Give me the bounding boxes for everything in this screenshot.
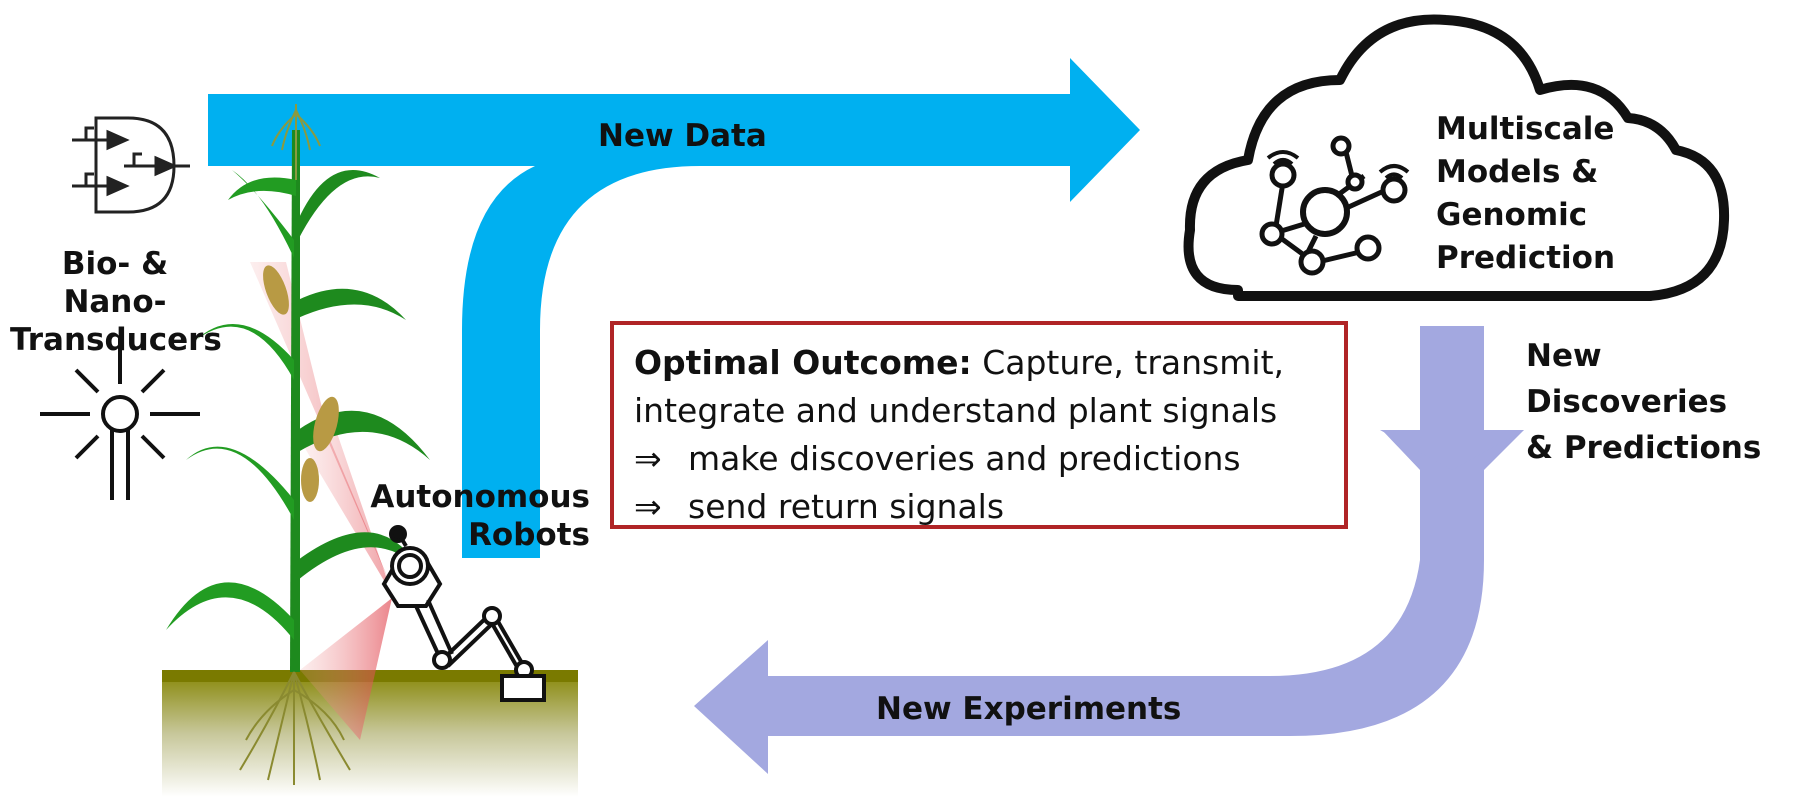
network-graph-icon: [1259, 135, 1410, 276]
implies-arrow-icon: ⇒: [634, 439, 662, 478]
discoveries-line-1: New Discoveries: [1526, 338, 1728, 420]
robots-line-1: Autonomous: [370, 479, 590, 515]
outcome-line-1-rest: Capture, transmit,: [971, 343, 1284, 382]
outcome-line-1: Optimal Outcome: Capture, transmit,: [634, 339, 1324, 387]
robot-icon: [381, 525, 546, 702]
transducers-label: Bio- & Nano- Transducers: [10, 245, 222, 359]
roots: [239, 671, 351, 785]
outcome-line-3-text: make discoveries and predictions: [688, 439, 1241, 478]
discoveries-line-2: & Predictions: [1526, 430, 1762, 466]
cloud-line-4: Prediction: [1436, 240, 1616, 276]
optimal-outcome-box: Optimal Outcome: Capture, transmit, inte…: [610, 321, 1348, 529]
cloud-line-1: Multiscale: [1436, 111, 1615, 147]
new-experiments-arrow: [694, 326, 1524, 774]
outcome-line-4: ⇒ send return signals: [634, 483, 1324, 531]
cloud-line-3: Genomic: [1436, 197, 1588, 233]
cloud-text: Multiscale Models & Genomic Prediction: [1436, 108, 1615, 280]
outcome-line-4-text: send return signals: [688, 487, 1005, 526]
new-experiments-label: New Experiments: [876, 691, 1182, 727]
corn-plant: [166, 104, 430, 672]
logic-gate-icon: [72, 116, 190, 214]
implies-arrow-icon-2: ⇒: [634, 487, 662, 526]
new-data-label: New Data: [598, 118, 767, 154]
transducers-line-2: Transducers: [10, 322, 222, 358]
outcome-line-3: ⇒ make discoveries and predictions: [634, 435, 1324, 483]
transducers-line-1: Bio- & Nano-: [61, 246, 169, 320]
outcome-line-2: integrate and understand plant signals: [634, 391, 1278, 430]
new-data-arrow: [208, 58, 1140, 558]
robots-line-2: Robots: [468, 517, 590, 553]
cloud-line-2: Models &: [1436, 154, 1599, 190]
outcome-title: Optimal Outcome:: [634, 343, 972, 382]
new-discoveries-label: New Discoveries & Predictions: [1526, 333, 1804, 471]
autonomous-robots-label: Autonomous Robots: [340, 478, 590, 554]
nano-sensor-icon: [40, 336, 200, 500]
